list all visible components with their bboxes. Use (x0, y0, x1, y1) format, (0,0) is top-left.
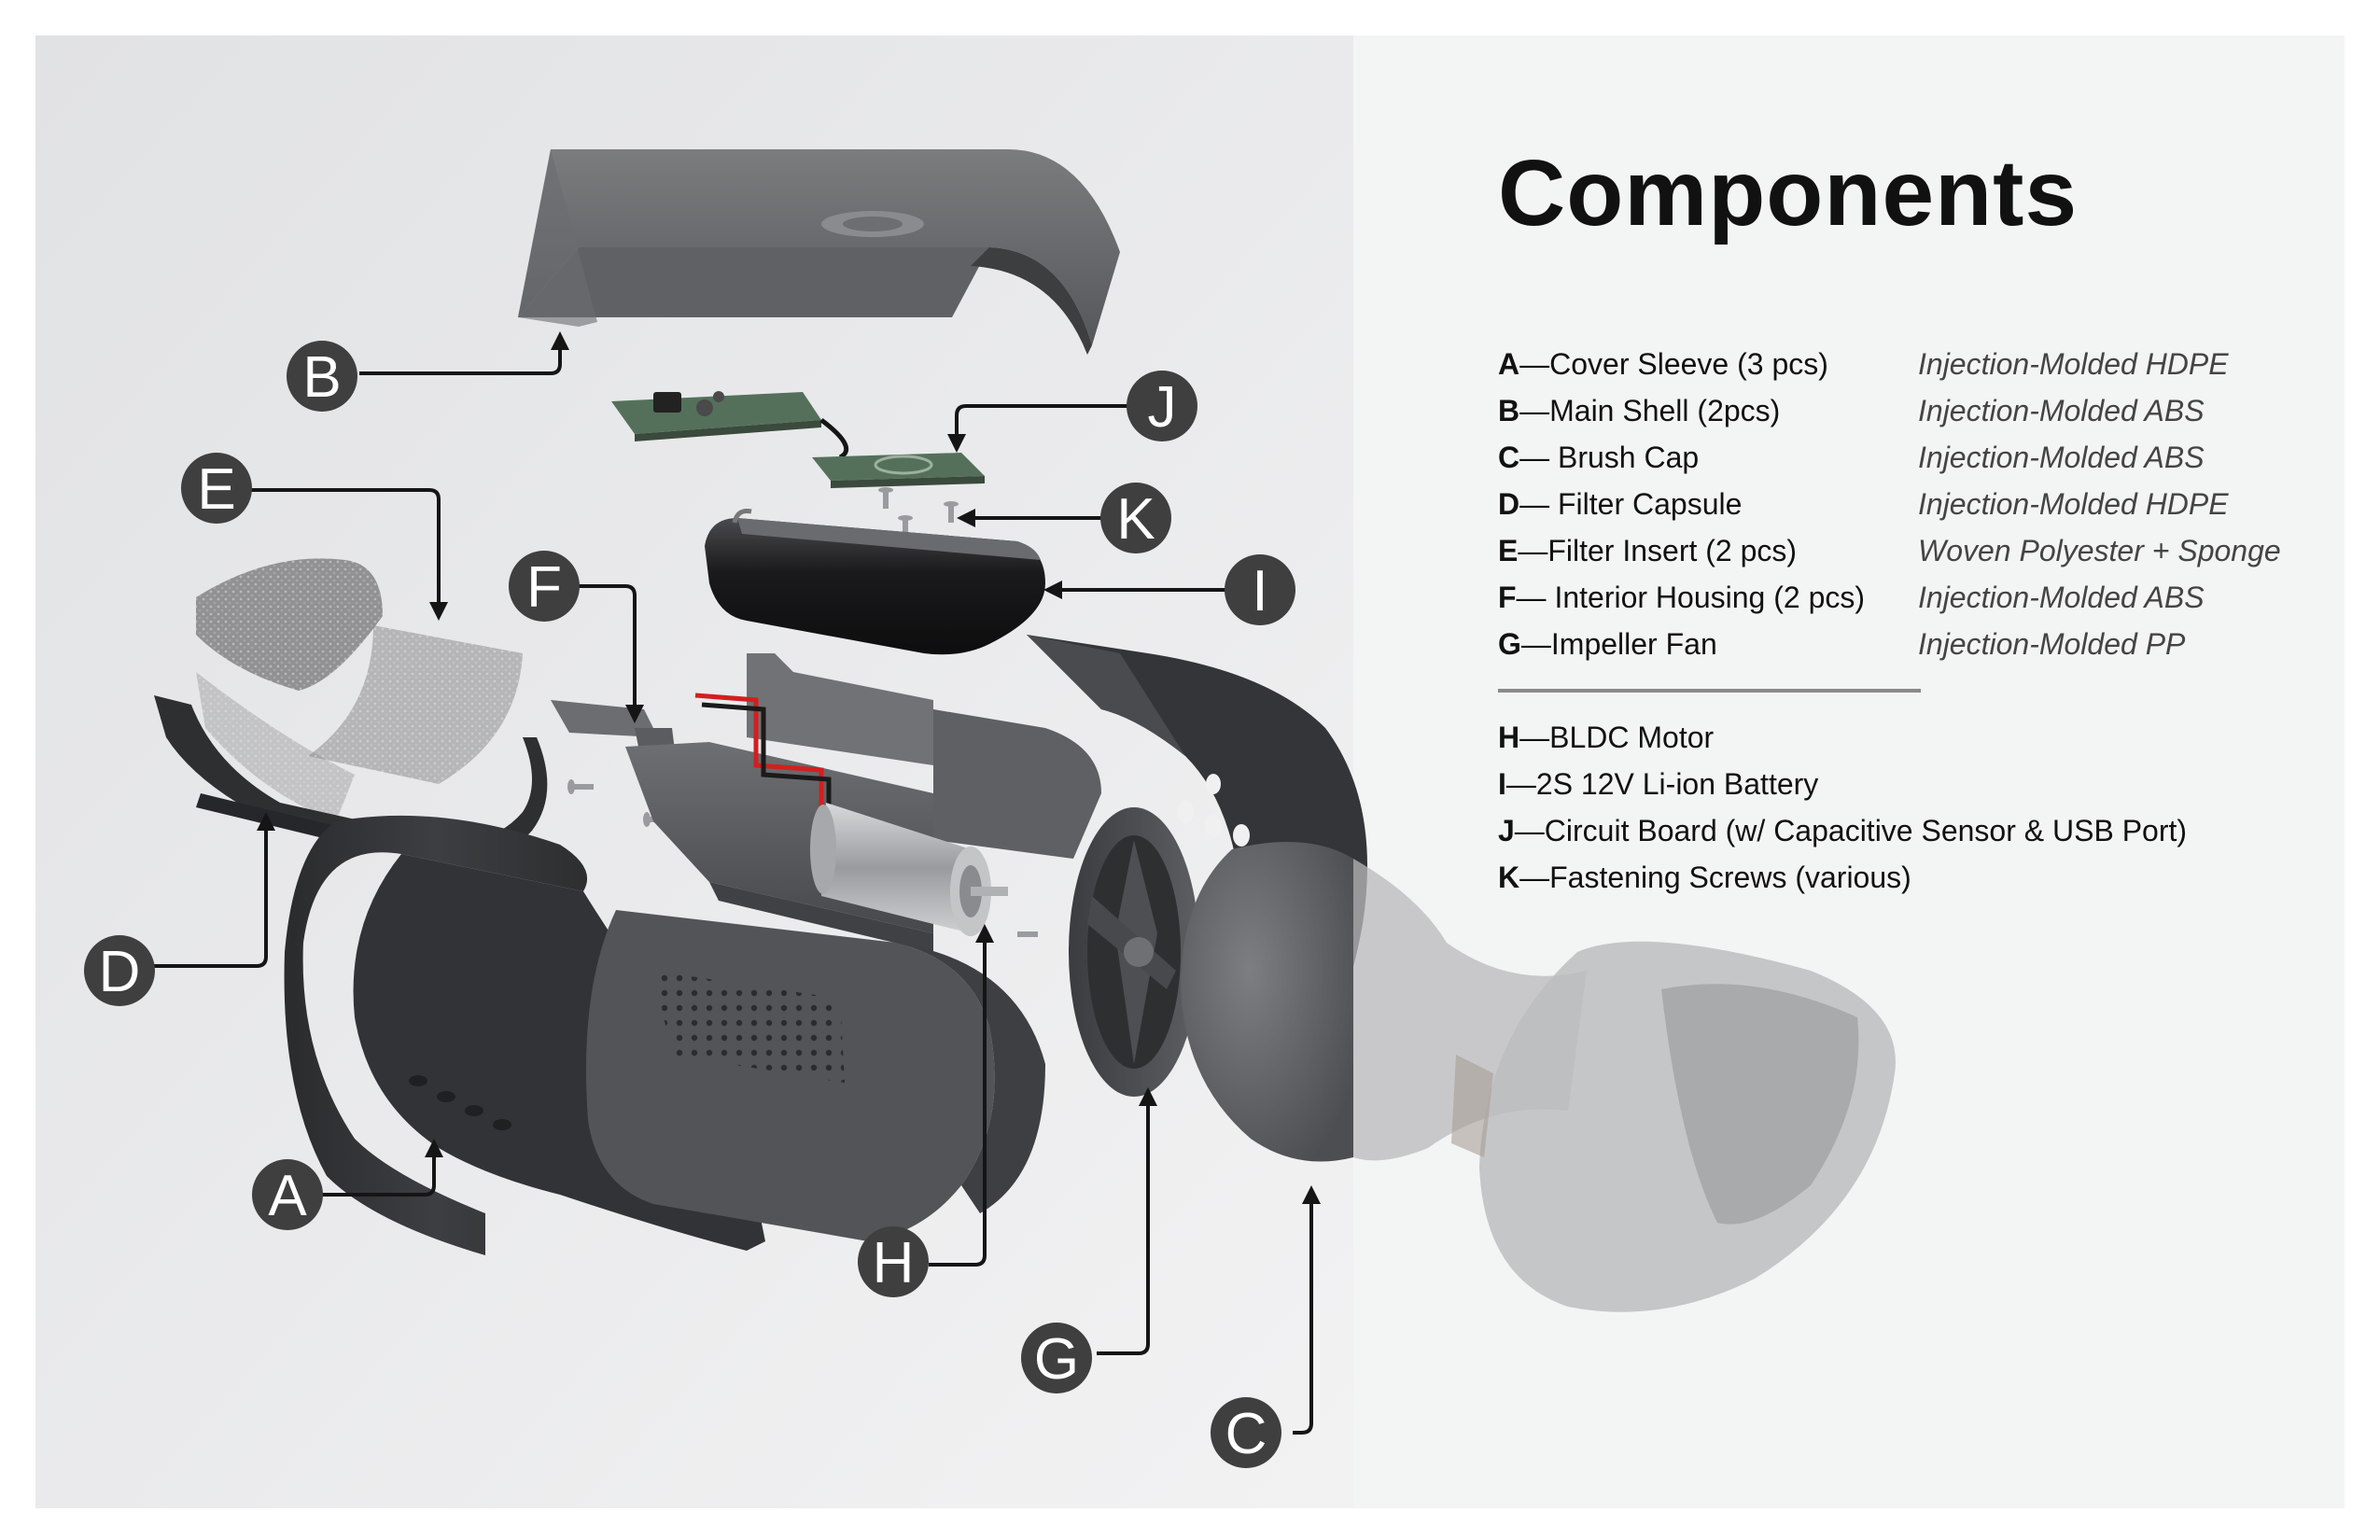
component-name: —Impeller Fan (1520, 627, 1717, 661)
list-divider (1498, 689, 1921, 693)
part-j-circuit-board (611, 391, 985, 488)
component-letter: D (1498, 487, 1520, 521)
component-row: F— Interior Housing (2 pcs) Injection-Mol… (1498, 574, 2338, 621)
component-material: Injection-Molded ABS (1918, 394, 2205, 427)
components-list-primary: A—Cover Sleeve (3 pcs) Injection-Molded H… (1498, 341, 2338, 667)
component-letter: B (1498, 394, 1520, 427)
part-h-bldc-motor (810, 803, 1008, 936)
component-name: — Brush Cap (1519, 441, 1700, 474)
part-g-impeller-fan (1069, 807, 1199, 1097)
callout-j: J (1127, 371, 1197, 441)
callout-d: D (84, 935, 155, 1006)
callout-e-label: E (197, 457, 235, 522)
component-material: Injection-Molded HDPE (1918, 487, 2229, 521)
component-row: B—Main Shell (2pcs) Injection-Molded ABS (1498, 387, 2338, 434)
callout-k-label: K (1116, 487, 1155, 552)
callout-j-label: J (1148, 375, 1177, 440)
callout-c: C (1211, 1397, 1281, 1468)
callout-g-label: G (1034, 1327, 1079, 1392)
component-row: K—Fastening Screws (various) (1498, 854, 2338, 901)
component-material: Injection-Molded ABS (1918, 441, 2205, 474)
callout-c-label: C (1225, 1402, 1267, 1466)
component-letter: C (1498, 441, 1520, 474)
callout-b: B (287, 341, 357, 412)
component-name: —BLDC Motor (1519, 721, 1715, 754)
leader-lines (149, 341, 1313, 1435)
component-row: I—2S 12V Li-ion Battery (1498, 761, 2338, 807)
callout-f: F (509, 551, 580, 622)
component-material: Injection-Molded ABS (1918, 581, 2205, 614)
component-name: —Fastening Screws (various) (1519, 861, 1911, 894)
leader-c (1293, 1195, 1313, 1435)
component-name: —Circuit Board (w/ Capacitive Sensor & U… (1514, 814, 2188, 847)
component-row: H—BLDC Motor (1498, 714, 2338, 761)
callout-e: E (181, 453, 252, 524)
component-name: —Cover Sleeve (3 pcs) (1519, 347, 1828, 381)
leader-arrowheads (257, 331, 1321, 1204)
component-material: Woven Polyester + Sponge (1918, 534, 2281, 567)
part-b-main-shell (518, 149, 1120, 355)
component-name: — Interior Housing (2 pcs) (1516, 581, 1866, 614)
component-material: Injection-Molded HDPE (1918, 347, 2229, 381)
component-name: —Filter Insert (2 pcs) (1518, 534, 1798, 567)
callout-g: G (1021, 1323, 1092, 1393)
component-letter: A (1498, 347, 1520, 381)
component-letter: J (1498, 814, 1515, 847)
component-letter: G (1498, 627, 1521, 661)
component-row: A—Cover Sleeve (3 pcs) Injection-Molded H… (1498, 341, 2338, 387)
callout-i: I (1225, 554, 1295, 625)
component-row: G—Impeller Fan Injection-Molded PP (1498, 621, 2338, 667)
component-row: J—Circuit Board (w/ Capacitive Sensor & … (1498, 807, 2338, 854)
callout-a-label: A (268, 1164, 307, 1228)
leader-j (955, 404, 1134, 443)
component-letter: I (1498, 767, 1506, 801)
component-material: Injection-Molded PP (1918, 627, 2186, 661)
part-e-filter-insert (196, 558, 523, 821)
leader-h (929, 933, 987, 1267)
part-i-battery (705, 509, 1045, 655)
components-panel: Components A—Cover Sleeve (3 pcs) Injecti… (1498, 140, 2338, 894)
component-letter: E (1498, 534, 1519, 567)
part-a-cover-sleeve-perforated (586, 910, 1045, 1241)
components-title: Components (1498, 141, 2079, 245)
callout-i-label: I (1252, 559, 1267, 623)
leader-f (579, 584, 637, 714)
leader-a (322, 1148, 436, 1197)
component-letter: F (1498, 581, 1517, 614)
leader-b (359, 341, 562, 375)
callout-d-label: D (99, 940, 141, 1004)
callout-h-label: H (873, 1231, 915, 1295)
component-letter: K (1498, 861, 1520, 894)
callout-h: H (858, 1226, 929, 1297)
leader-g (1097, 1097, 1150, 1355)
component-name: —Main Shell (2pcs) (1519, 394, 1781, 427)
components-list-secondary: H—BLDC Motor I—2S 12V Li-ion Battery J—C… (1498, 714, 2338, 901)
component-name: — Filter Capsule (1519, 487, 1743, 521)
component-row: D— Filter Capsule Injection-Molded HDPE (1498, 481, 2338, 527)
component-row: C— Brush Cap Injection-Molded ABS (1498, 434, 2338, 481)
leader-d (149, 821, 268, 968)
component-row: E—Filter Insert (2 pcs) Woven Polyester +… (1498, 527, 2338, 574)
callout-k: K (1100, 483, 1171, 553)
component-letter: H (1498, 721, 1520, 754)
callout-f-label: F (526, 555, 562, 620)
callout-b-label: B (302, 345, 341, 410)
component-name: —2S 12V Li-ion Battery (1505, 767, 1819, 801)
callout-a: A (252, 1159, 323, 1230)
part-c-brush-cap (1181, 842, 1896, 1312)
leader-e (247, 488, 441, 611)
